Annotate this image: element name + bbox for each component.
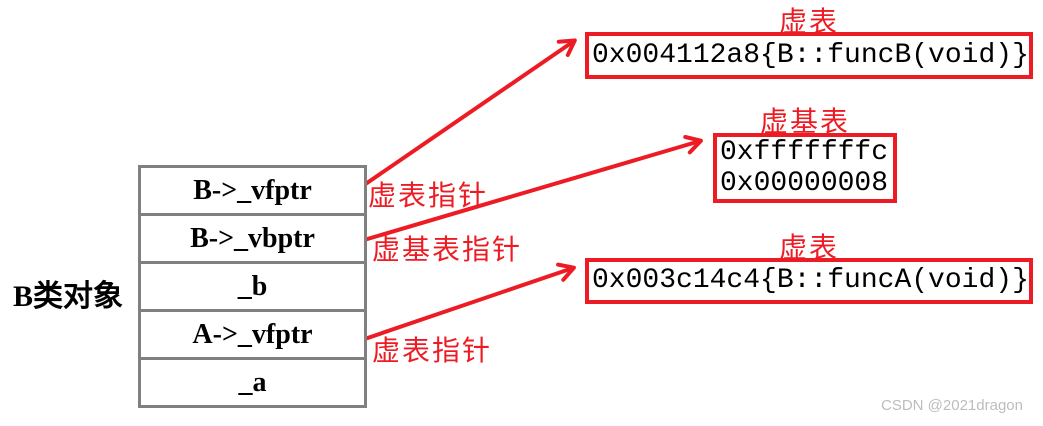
table-row-b-vfptr: B->_vfptr [141, 168, 364, 216]
vtable-a-box: 0x003c14c4{B::funcA(void)} [585, 258, 1033, 304]
arrow-b-vfptr-to-vtable [346, 38, 577, 198]
vbtable-box: 0xfffffffc 0x00000008 [713, 133, 897, 203]
vfptr-annotation-top: 虚表指针 [368, 179, 489, 212]
vbtable-entry-offset1: 0xfffffffc [720, 137, 889, 168]
vbtable-title: 虚基表 [759, 105, 850, 138]
object-memory-table: B->_vfptr B->_vbptr _b A->_vfptr _a [138, 165, 367, 408]
vtable-a-entry: 0x003c14c4{B::funcA(void)} [592, 265, 1029, 296]
vbptr-annotation: 虚基表指针 [372, 233, 523, 266]
csdn-watermark: CSDN @2021dragon [881, 397, 1023, 414]
table-row-a-vfptr: A->_vfptr [141, 312, 364, 360]
vfptr-annotation-bottom: 虚表指针 [372, 334, 493, 367]
table-row-b-vbptr: B->_vbptr [141, 216, 364, 264]
object-label: B类对象 [12, 280, 123, 313]
vtable-b-entry: 0x004112a8{B::funcB(void)} [592, 40, 1029, 71]
table-row-a-member: _a [238, 367, 267, 398]
vtable-b-box: 0x004112a8{B::funcB(void)} [585, 32, 1033, 79]
table-row-b-member: _b [141, 264, 364, 312]
vbtable-entry-offset2: 0x00000008 [720, 168, 889, 199]
